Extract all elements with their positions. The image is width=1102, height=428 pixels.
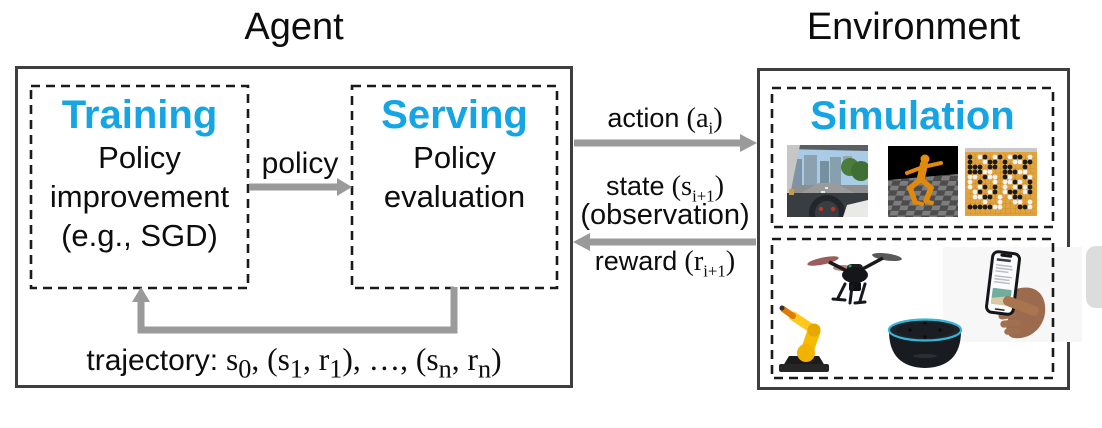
simulation-box: Simulation <box>772 93 1053 139</box>
training-line: improvement <box>49 179 230 214</box>
training-heading: Training <box>61 93 218 137</box>
cropped-gray-shape <box>1086 246 1102 308</box>
state-label: state (si+1) <box>605 171 725 206</box>
agent-box <box>15 66 573 388</box>
agent-title: Agent <box>244 6 344 48</box>
policy-arrow-label: policy <box>261 147 339 180</box>
environment-title: Environment <box>806 6 1021 48</box>
serving-heading: Serving <box>381 93 528 137</box>
action-label: action (ai) <box>607 103 723 138</box>
training-line: Policy <box>98 140 181 175</box>
environment-box <box>757 68 1070 390</box>
training-box: Training Policy improvement (e.g., SGD) <box>31 92 248 255</box>
smartphone-photo-backdrop <box>943 247 1082 342</box>
serving-line: Policy <box>413 140 496 175</box>
training-line: (e.g., SGD) <box>61 218 218 253</box>
observation-label: (observation) <box>580 199 750 231</box>
trajectory-label: trajectory: s0, (s1, r1), …, (sn, rn) <box>86 342 502 384</box>
serving-line: evaluation <box>383 179 526 214</box>
reward-label: reward (ri+1) <box>594 246 736 281</box>
serving-box: Serving Policy evaluation <box>352 92 557 216</box>
simulation-heading: Simulation <box>810 94 1015 138</box>
